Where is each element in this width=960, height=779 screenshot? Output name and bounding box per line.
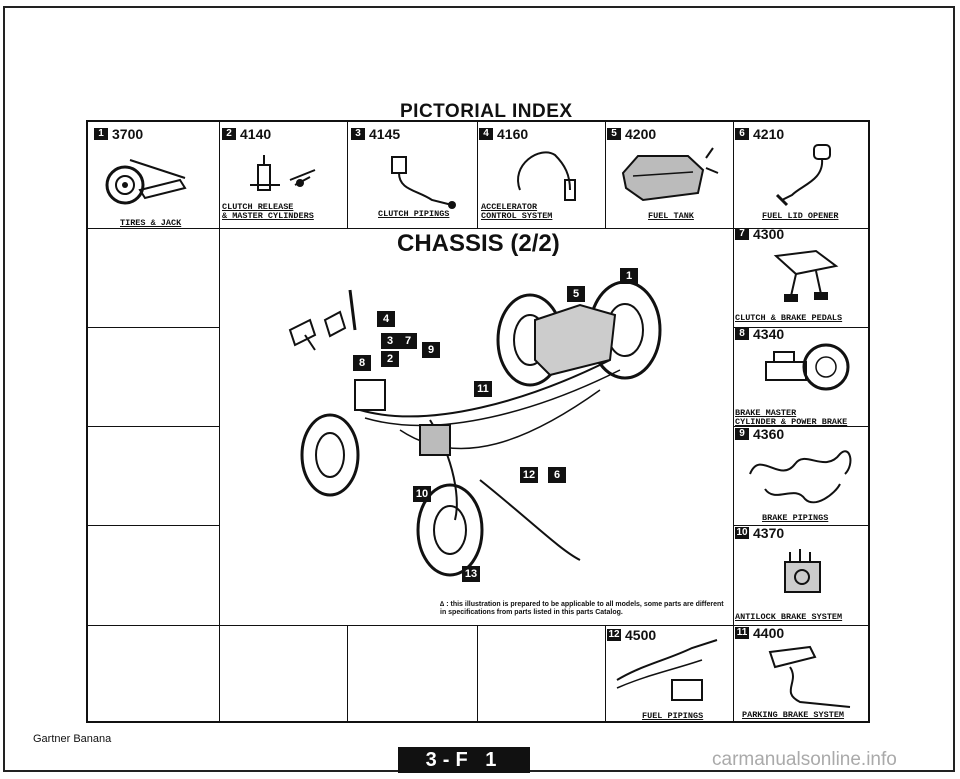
grid-line <box>88 525 219 526</box>
grid-line <box>347 122 348 228</box>
index-number: 5 <box>607 128 621 140</box>
grid-line <box>219 228 220 723</box>
fuel-tank-illustration <box>621 147 719 202</box>
callout-5: 5 <box>567 286 585 302</box>
index-label: PARKING BRAKE SYSTEM <box>742 710 845 720</box>
index-code: 4400 <box>753 625 785 641</box>
page-title: PICTORIAL INDEX <box>400 101 573 122</box>
index-label: BRAKE MASTER CYLINDER & POWER BRAKE <box>735 408 848 427</box>
index-label: TIRES & JACK <box>120 218 182 228</box>
grid-line <box>733 122 734 723</box>
index-label: FUEL PIPINGS <box>642 711 704 721</box>
index-number: 8 <box>735 328 749 340</box>
section-subtitle: CHASSIS (2/2) <box>397 230 560 257</box>
grid-line <box>88 228 870 229</box>
index-code: 4210 <box>753 126 785 142</box>
grid-line <box>477 122 478 228</box>
index-number: 3 <box>351 128 365 140</box>
index-number: 10 <box>735 527 749 539</box>
clutch-release-illustration <box>250 155 316 191</box>
accelerator-cable-illustration <box>517 151 576 201</box>
index-label: FUEL LID OPENER <box>762 211 839 221</box>
index-code: 4160 <box>497 126 529 142</box>
grid-line <box>733 525 870 526</box>
index-number: 6 <box>735 128 749 140</box>
grid-line <box>88 327 219 328</box>
pedals-illustration <box>773 249 839 302</box>
index-label: BRAKE PIPINGS <box>762 513 829 523</box>
callout-8: 8 <box>353 355 371 371</box>
fuel-lid-opener-illustration <box>775 144 831 207</box>
callout-13: 13 <box>462 566 480 582</box>
callout-7: 7 <box>399 333 417 349</box>
index-code: 3700 <box>112 126 144 142</box>
index-number: 7 <box>735 228 749 240</box>
index-label: ACCELERATOR CONTROL SYSTEM <box>481 202 553 221</box>
index-code: 4360 <box>753 426 785 442</box>
chassis-diagram <box>288 280 662 577</box>
index-number: 2 <box>222 128 236 140</box>
index-number: 9 <box>735 428 749 440</box>
index-number: 12 <box>607 629 621 641</box>
index-number: 4 <box>479 128 493 140</box>
grid-line <box>605 625 606 723</box>
note-line-1: ∆ : this illustration is prepared to be … <box>440 601 724 608</box>
fuel-pipings-illustration <box>616 639 718 701</box>
index-code: 4200 <box>625 126 657 142</box>
index-number: 1 <box>94 128 108 140</box>
index-code: 4140 <box>240 126 272 142</box>
grid-line <box>88 426 219 427</box>
callout-1: 1 <box>620 268 638 284</box>
abs-unit-illustration <box>784 549 821 593</box>
grid-line <box>733 426 870 427</box>
callout-3: 3 <box>381 333 399 349</box>
grid-line <box>605 122 606 228</box>
callout-9: 9 <box>422 342 440 358</box>
index-grid <box>86 120 870 723</box>
footer-model: Gartner Banana <box>33 733 112 745</box>
callout-11: 11 <box>474 381 492 397</box>
page-number: 3-F 1 <box>398 747 530 773</box>
grid-line <box>733 327 870 328</box>
grid-line <box>347 625 348 723</box>
tire-jack-illustration <box>105 159 187 205</box>
index-code: 4370 <box>753 525 785 541</box>
illustration-note: ∆ : this illustration is prepared to be … <box>440 601 724 617</box>
index-label: FUEL TANK <box>648 211 694 221</box>
grid-line <box>88 625 870 626</box>
index-label: CLUTCH PIPINGS <box>378 209 450 219</box>
parking-brake-illustration <box>768 645 851 708</box>
index-code: 4300 <box>753 226 785 242</box>
brake-pipings-illustration <box>749 450 852 504</box>
note-line-2: in specifications from parts listed in t… <box>440 609 623 616</box>
callout-12: 12 <box>520 467 538 483</box>
callout-2: 2 <box>381 351 399 367</box>
index-code: 4500 <box>625 627 657 643</box>
index-label: CLUTCH RELEASE & MASTER CYLINDERS <box>222 202 314 221</box>
index-number: 11 <box>735 627 749 639</box>
index-code: 4340 <box>753 326 785 342</box>
grid-line <box>219 122 220 228</box>
callout-4: 4 <box>377 311 395 327</box>
index-label: ANTILOCK BRAKE SYSTEM <box>735 612 843 622</box>
index-code: 4145 <box>369 126 401 142</box>
callout-10: 10 <box>413 486 431 502</box>
grid-line <box>477 625 478 723</box>
callout-6: 6 <box>548 467 566 483</box>
brake-master-illustration <box>765 343 850 391</box>
clutch-pipings-illustration <box>391 156 456 209</box>
watermark: carmanualsonline.info <box>712 749 897 770</box>
index-label: CLUTCH & BRAKE PEDALS <box>735 313 843 323</box>
